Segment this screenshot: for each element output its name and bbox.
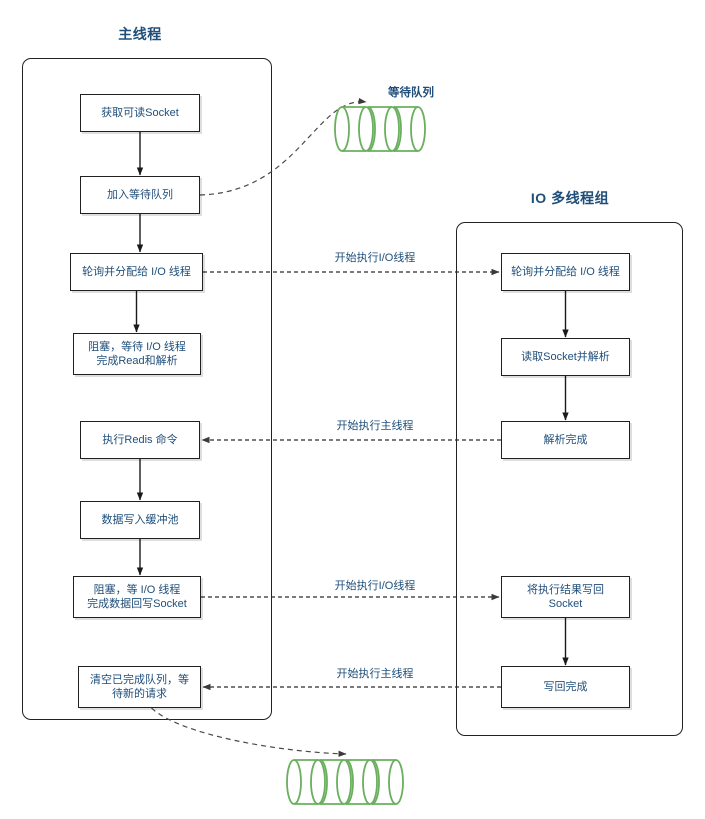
lane-container-main-thread <box>22 58 272 720</box>
edge-label-c2: 开始执行主线程 <box>336 420 414 432</box>
edge-label-c1: 开始执行I/O线程 <box>334 252 416 264</box>
process-node-i1[interactable]: 轮询并分配给 I/O 线程 <box>501 253 630 291</box>
lane-title-main-thread: 主线程 <box>118 26 162 42</box>
process-node-i4[interactable]: 将执行结果写回 Socket <box>501 576 630 618</box>
queue-label-q_top: 等待队列 <box>388 87 434 99</box>
process-node-m3[interactable]: 轮询并分配给 I/O 线程 <box>70 253 203 291</box>
process-node-m8[interactable]: 清空已完成队列，等 待新的请求 <box>78 666 201 708</box>
lane-title-io-group: IO 多线程组 <box>530 190 610 206</box>
edge-label-c3: 开始执行I/O线程 <box>334 580 416 592</box>
process-node-m7[interactable]: 阻塞，等 I/O 线程 完成数据回写Socket <box>73 576 201 618</box>
process-node-i2[interactable]: 读取Socket并解析 <box>501 338 630 376</box>
process-node-i5[interactable]: 写回完成 <box>501 666 630 708</box>
edge-label-c4: 开始执行主线程 <box>336 668 414 680</box>
process-node-m5[interactable]: 执行Redis 命令 <box>80 421 200 459</box>
process-node-m1[interactable]: 获取可读Socket <box>80 94 200 132</box>
process-node-i3[interactable]: 解析完成 <box>501 421 630 459</box>
process-node-m2[interactable]: 加入等待队列 <box>80 176 200 214</box>
lane-container-io-group <box>456 222 683 736</box>
process-node-m4[interactable]: 阻塞，等待 I/O 线程 完成Read和解析 <box>73 333 201 375</box>
process-node-m6[interactable]: 数据写入缓冲池 <box>80 501 200 539</box>
